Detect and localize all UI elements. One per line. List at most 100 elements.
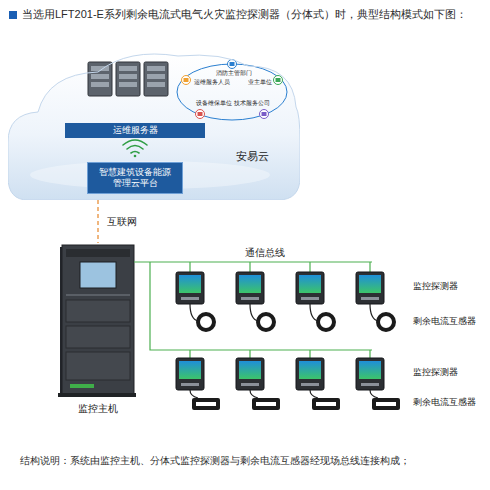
title: 当选用LFT201-E系列剩余电流式电气火灾监控探测器（分体式）时，典型结构模式… bbox=[22, 8, 484, 21]
cabinet-panel bbox=[66, 352, 130, 380]
role-label: 消防主管部门 bbox=[216, 70, 252, 76]
detector-screen bbox=[359, 361, 381, 379]
cabinet-panel bbox=[66, 300, 130, 322]
monitoring-host: 监控主机 bbox=[55, 243, 141, 415]
detector-screen bbox=[179, 361, 201, 379]
icon-mark bbox=[262, 112, 267, 116]
detector-frame bbox=[356, 358, 384, 390]
part-label: 剩余电流互感器 bbox=[413, 398, 476, 408]
detector-screen bbox=[179, 275, 201, 293]
cabinet-base bbox=[58, 393, 136, 397]
bus-drop bbox=[309, 350, 310, 358]
wifi-arc bbox=[123, 140, 147, 145]
rect-current-transformer bbox=[192, 398, 220, 410]
user-icon bbox=[274, 76, 283, 85]
detector-screen bbox=[239, 361, 261, 379]
part-label: 监控探测器 bbox=[413, 368, 458, 378]
icon-ring bbox=[260, 110, 269, 119]
title-bullet bbox=[9, 11, 17, 19]
transformer-window bbox=[256, 402, 276, 406]
server-slot bbox=[119, 66, 137, 71]
server-slot bbox=[147, 66, 165, 71]
transformer-window bbox=[196, 402, 216, 406]
sensor-wire bbox=[190, 390, 198, 398]
server-icon bbox=[144, 62, 168, 96]
detector-screen bbox=[359, 275, 381, 293]
server-slot bbox=[147, 74, 165, 79]
detector-icon bbox=[296, 272, 324, 304]
node-text: 监控主机 bbox=[55, 403, 141, 415]
cloud-name: 安易云 bbox=[236, 150, 269, 163]
server-bar: 运维服务器 bbox=[65, 123, 205, 138]
cabinet-line bbox=[66, 294, 130, 296]
icon-mark bbox=[184, 78, 189, 82]
user-icon bbox=[196, 110, 205, 119]
host-cabinet bbox=[58, 245, 136, 397]
cabinet-panel bbox=[66, 326, 130, 348]
detector-keys bbox=[301, 297, 319, 300]
sensor-wire bbox=[310, 390, 318, 398]
detector-frame bbox=[296, 358, 324, 390]
transformer-window bbox=[376, 402, 396, 406]
bus-drop bbox=[309, 262, 310, 272]
sensor-wire bbox=[370, 390, 378, 398]
platform-box: 智慧建筑设备能源管理云平台 bbox=[87, 162, 183, 194]
transformer-body bbox=[192, 398, 220, 410]
icon-mark bbox=[276, 78, 281, 82]
server-icon bbox=[116, 62, 140, 96]
icon-ring bbox=[182, 76, 191, 85]
cloud-fill bbox=[8, 54, 300, 200]
server-slot bbox=[91, 82, 109, 87]
cloud-border bbox=[8, 54, 300, 200]
role-label: 设备维保单位 bbox=[196, 100, 232, 106]
icon-mark bbox=[230, 62, 235, 66]
detector-icon bbox=[356, 358, 384, 390]
rect-current-transformer bbox=[372, 398, 400, 410]
detector-keys bbox=[301, 383, 319, 386]
server-slot bbox=[119, 74, 137, 79]
role-label: 运维服务人员 bbox=[194, 79, 230, 85]
bus-drop bbox=[189, 350, 190, 358]
bus-drop bbox=[249, 350, 250, 358]
wifi-dot bbox=[134, 155, 137, 158]
edge-label: 互联网 bbox=[107, 216, 137, 228]
server-body bbox=[144, 62, 168, 96]
user-icon bbox=[260, 110, 269, 119]
detector-keys bbox=[361, 383, 379, 386]
role-label: 业主单位 bbox=[248, 79, 272, 85]
detector-icon bbox=[356, 272, 384, 304]
role-label: 技术服务公司 bbox=[234, 100, 270, 106]
server-icon bbox=[88, 62, 112, 96]
detector-keys bbox=[181, 383, 199, 386]
bus-drop bbox=[369, 350, 370, 358]
bus-line bbox=[134, 261, 372, 262]
detector-screen bbox=[299, 361, 321, 379]
communication-bus bbox=[134, 262, 372, 350]
detector-row bbox=[176, 358, 384, 390]
detector-frame bbox=[356, 272, 384, 304]
wifi-arc bbox=[131, 152, 139, 154]
bus-drop bbox=[189, 262, 190, 272]
detector-keys bbox=[241, 383, 259, 386]
transformer-body bbox=[372, 398, 400, 410]
caption: 结构说明：系统由监控主机、分体式监控探测器与剩余电流互感器经现场总线连接构成； bbox=[20, 455, 410, 467]
bus-drop bbox=[369, 262, 370, 272]
transformer-body bbox=[252, 398, 280, 410]
detector-frame bbox=[236, 272, 264, 304]
user-icon bbox=[182, 76, 191, 85]
server-slot bbox=[147, 82, 165, 87]
bus-line bbox=[150, 262, 372, 350]
part-label: 剩余电流互感器 bbox=[413, 317, 476, 327]
detector-icon bbox=[176, 272, 204, 304]
detector-icon bbox=[236, 358, 264, 390]
cloud-region: 安易云 运维服务器智慧建筑设备能源管理云平台 bbox=[8, 52, 300, 200]
detector-keys bbox=[241, 297, 259, 300]
wifi-arc bbox=[127, 146, 143, 150]
rect-current-transformer bbox=[312, 398, 340, 410]
wifi-symbol bbox=[123, 140, 147, 157]
round-current-transformer bbox=[378, 314, 394, 330]
internet-link bbox=[97, 200, 98, 243]
detector-icon bbox=[296, 358, 324, 390]
transformer-window bbox=[316, 402, 336, 406]
